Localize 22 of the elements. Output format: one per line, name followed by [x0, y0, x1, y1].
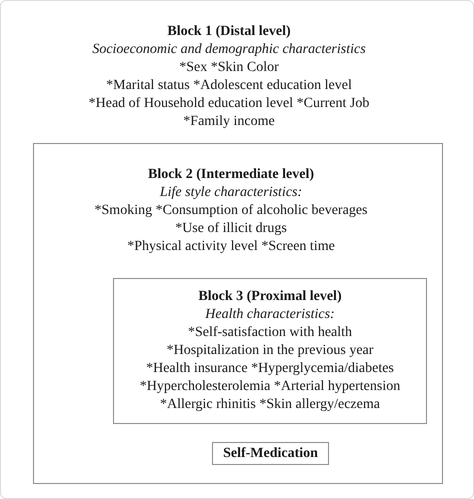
factor-list-item: *Marital status *Adolescent education level: [106, 77, 352, 95]
factor-list-item: *Hypercholesterolemia *Arterial hypertension: [140, 378, 400, 396]
factor-list-item: *Physical activity level *Screen time: [127, 238, 335, 256]
factor-list-item: *Head of Household education level *Current Job: [88, 95, 370, 113]
block-heading: Block 2 (Intermediate level): [148, 166, 314, 184]
block-subtitle: Health characteristics:: [205, 306, 335, 324]
block-heading: Block 1 (Distal level): [167, 23, 291, 41]
block-subtitle: Life style characteristics:: [160, 184, 302, 202]
block-frame: [33, 143, 443, 484]
outcome-label: Self-Medication: [223, 444, 318, 462]
factor-list-item: *Self-satisfaction with health: [188, 324, 352, 342]
factor-list-item: *Hospitalization in the previous year: [166, 342, 374, 360]
factor-list-item: *Sex *Skin Color: [179, 59, 279, 77]
factor-list-item: *Smoking *Consumption of alcoholic beverages: [94, 202, 368, 220]
factor-list-item: *Use of illicit drugs: [175, 220, 287, 238]
block-frame: [113, 278, 427, 424]
factor-list-item: *Allergic rhinitis *Skin allergy/eczema: [160, 396, 380, 414]
outcome-box: [212, 442, 329, 465]
factor-list-item: *Family income: [183, 113, 275, 131]
block-subtitle: Socioeconomic and demographic characteristics: [92, 41, 366, 59]
block-heading: Block 3 (Proximal level): [198, 288, 342, 306]
factor-list-item: *Health insurance *Hyperglycemia/diabetes: [146, 360, 394, 378]
